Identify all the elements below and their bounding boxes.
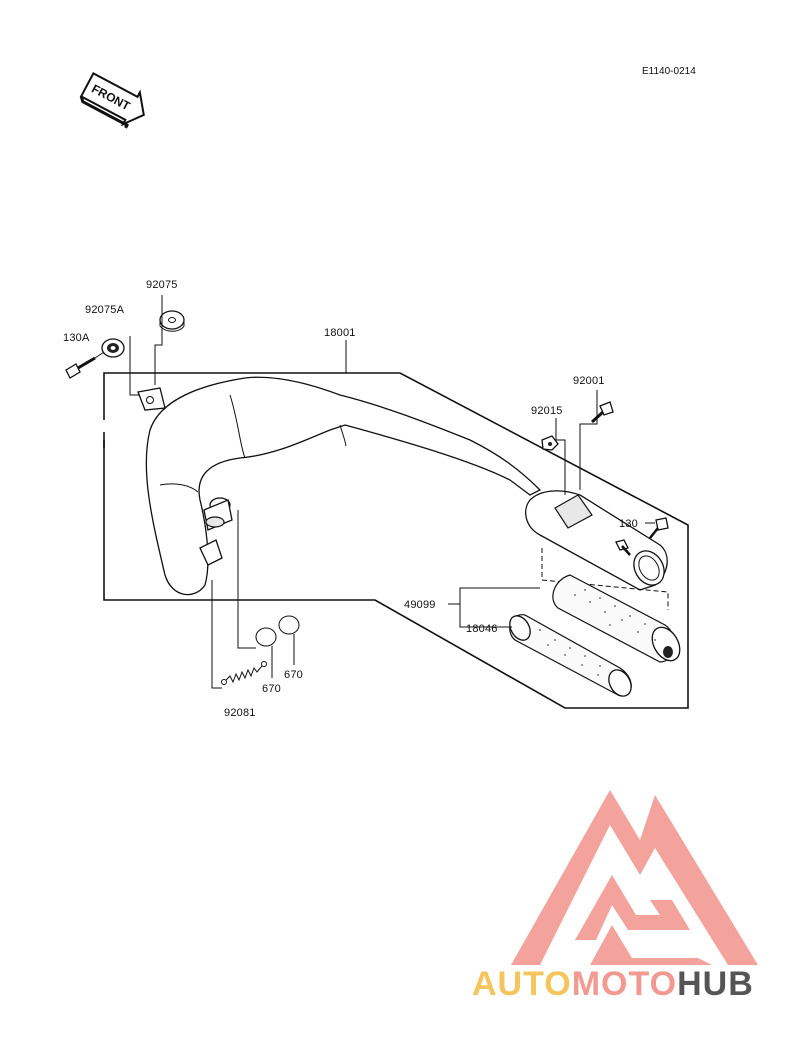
watermark-logo-icon	[511, 790, 758, 965]
washer-92075	[159, 310, 185, 332]
o-ring-670-a	[255, 627, 277, 647]
watermark-word-moto: MOTO	[572, 965, 677, 1003]
part-label-92075: 92075	[146, 279, 178, 291]
watermark-wordmark: AUTOMOTOHUB	[472, 965, 754, 1003]
leader-lines	[94, 295, 655, 689]
bolt-130	[615, 517, 669, 556]
part-label-92015: 92015	[531, 405, 563, 417]
expansion-chamber	[137, 376, 542, 596]
nut-92015	[541, 435, 559, 451]
part-label-92001: 92001	[573, 375, 605, 387]
o-ring-670-b	[278, 615, 300, 635]
silencer-body	[525, 490, 669, 610]
part-label-18046: 18046	[466, 623, 498, 635]
spring-92081	[221, 661, 267, 685]
assembly-outline	[103, 372, 689, 709]
front-arrow-icon: FRONT	[79, 72, 145, 129]
part-label-49099: 49099	[404, 599, 436, 611]
part-label-670-a: 670	[262, 683, 281, 695]
diagram-code: E1140-0214	[642, 66, 696, 77]
silencer-packing	[552, 574, 681, 663]
part-label-92075A: 92075A	[85, 304, 125, 316]
svg-text:AUTOMOTOHUB: AUTOMOTOHUB	[472, 965, 754, 1003]
part-label-130A: 130A	[63, 332, 90, 344]
part-label-130: 130	[619, 518, 638, 530]
part-label-18001: 18001	[324, 327, 356, 339]
watermark-word-auto: AUTO	[472, 965, 572, 1003]
watermark-word-hub: HUB	[677, 965, 754, 1003]
part-label-670-b: 670	[284, 669, 303, 681]
part-label-92081: 92081	[224, 707, 256, 719]
silencer-inner-pipe	[509, 614, 632, 697]
bolt-130A	[65, 356, 96, 379]
bolt-92001	[590, 401, 614, 424]
grommet-92075A	[101, 338, 125, 358]
